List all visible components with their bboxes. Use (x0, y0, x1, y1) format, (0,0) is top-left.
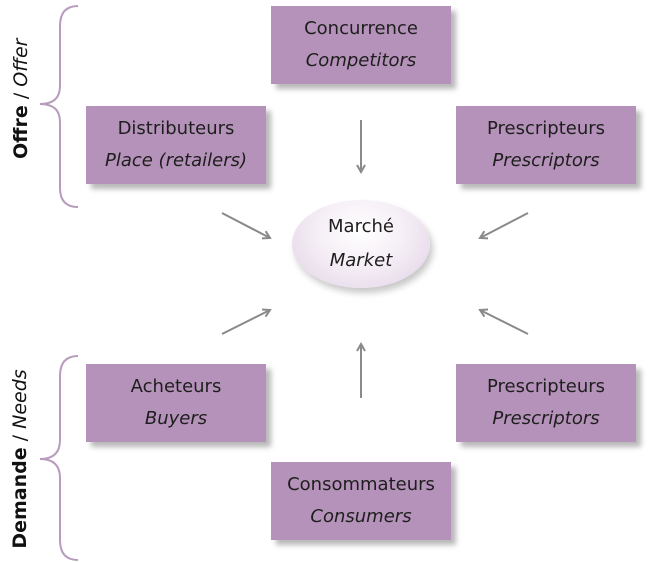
arrow-buyers-to-market (221, 310, 270, 335)
buyers-box: Acheteurs Buyers (86, 364, 266, 442)
distributors-label-fr: Distributeurs (117, 118, 235, 139)
offer-label-en: Offer (10, 38, 32, 87)
demand-label-fr: Demande (9, 447, 31, 549)
arrow-prescribers-bottom-to-market (480, 310, 529, 335)
offer-bracket (39, 5, 79, 208)
distributors-box: Distributeurs Place (retailers) (86, 106, 266, 184)
competitors-box: Concurrence Competitors (271, 6, 451, 84)
competitors-label-fr: Concurrence (304, 18, 418, 39)
consumers-box: Consommateurs Consumers (271, 462, 451, 540)
offer-label-fr: Offre (10, 105, 32, 159)
arrow-distributors-to-market (221, 212, 270, 238)
demand-label-sep: / (9, 428, 31, 448)
prescribers-top-box: Prescripteurs Prescriptors (456, 106, 636, 184)
market-oval: Marché Market (292, 200, 430, 288)
offer-label-sep: / (10, 86, 32, 106)
consumers-label-fr: Consommateurs (287, 474, 435, 495)
demand-label-en: Needs (9, 369, 31, 429)
prescribers-bottom-box: Prescripteurs Prescriptors (456, 364, 636, 442)
market-label-fr: Marché (328, 216, 394, 237)
demand-bracket (39, 355, 79, 561)
market-label-en: Market (329, 250, 393, 271)
consumers-label-en: Consumers (310, 506, 412, 527)
buyers-label-en: Buyers (144, 408, 208, 429)
distributors-label-en: Place (retailers) (104, 150, 248, 171)
prescribers-bottom-label-fr: Prescripteurs (486, 376, 606, 397)
buyers-label-fr: Acheteurs (130, 376, 222, 397)
arrow-prescribers-top-to-market (480, 212, 529, 238)
competitors-label-en: Competitors (305, 50, 417, 71)
prescribers-top-label-en: Prescriptors (492, 150, 600, 171)
demand-side-label: Demande / Needs (9, 364, 31, 554)
prescribers-top-label-fr: Prescripteurs (486, 118, 606, 139)
prescribers-bottom-label-en: Prescriptors (492, 408, 600, 429)
offer-side-label: Offre / Offer (10, 39, 32, 159)
